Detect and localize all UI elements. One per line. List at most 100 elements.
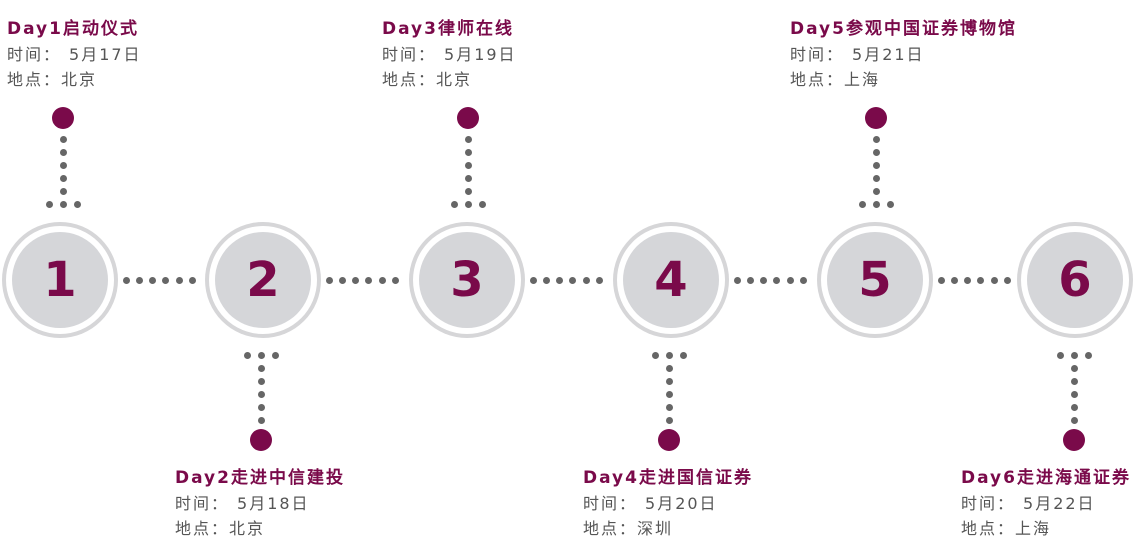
connector-dot <box>542 276 550 284</box>
marker-pin <box>457 107 479 129</box>
connector-dot <box>122 276 130 284</box>
stage-place: 地点：北京 <box>175 516 345 541</box>
connector-dot <box>162 276 170 284</box>
connector-dot <box>1070 364 1078 372</box>
connector-dot <box>556 276 564 284</box>
time-value: 5月21日 <box>852 45 925 64</box>
stage-title: Day2走进中信建投 <box>175 468 345 488</box>
connector-dot <box>464 187 472 195</box>
connector-dot <box>478 200 486 208</box>
connector-dot <box>773 276 781 284</box>
stage-time: 时间： 5月17日 <box>7 42 142 67</box>
connector-dot <box>59 174 67 182</box>
place-value: 上海 <box>1015 519 1052 538</box>
time-value: 5月17日 <box>69 45 142 64</box>
connector-dot <box>257 416 265 424</box>
connector-dot <box>529 276 537 284</box>
connector-dot <box>858 200 866 208</box>
connector-dot <box>189 276 196 284</box>
time-label: 时间： <box>961 494 1016 513</box>
connector-dot <box>59 200 67 208</box>
connector-dot <box>464 200 472 208</box>
connector-dot <box>990 276 998 284</box>
stage-time: 时间： 5月19日 <box>382 42 517 67</box>
connector-dot <box>872 174 880 182</box>
connector-dot <box>872 148 880 156</box>
time-value: 5月18日 <box>237 494 310 513</box>
connector-dot <box>450 200 458 208</box>
connector-dot <box>59 135 67 143</box>
place-label: 地点： <box>382 70 437 89</box>
stage-circle-6: 6 <box>1017 222 1133 338</box>
stage-info-5: Day5参观中国证券博物馆时间：5月21日地点：上海 <box>790 17 1017 92</box>
place-label: 地点： <box>583 519 638 538</box>
connector-dot <box>665 416 673 424</box>
time-value: 5月19日 <box>444 45 517 64</box>
connector-dot <box>59 148 67 156</box>
connector-dot <box>59 161 67 169</box>
stage-circle-inner: 3 <box>419 232 515 328</box>
stage-place: 地点：北京 <box>382 67 517 92</box>
stage-info-4: Day4走进国信证券时间：5月20日地点：深圳 <box>583 466 753 541</box>
stage-number: 6 <box>1058 252 1092 308</box>
stage-number: 2 <box>246 252 280 308</box>
stage-circle-5: 5 <box>817 222 933 338</box>
stage-number: 1 <box>43 252 77 308</box>
connector-dot <box>937 276 945 284</box>
connector-dot <box>1070 403 1078 411</box>
connector-dot <box>73 200 81 208</box>
stage-circle-2: 2 <box>205 222 321 338</box>
marker-pin <box>250 429 272 451</box>
connector-dot <box>325 276 333 284</box>
connector-dot <box>786 276 794 284</box>
connector-dot <box>651 351 659 359</box>
stage-circle-inner: 4 <box>623 232 719 328</box>
time-label: 时间： <box>382 45 437 64</box>
connector-dot <box>665 377 673 385</box>
connector-dot <box>464 148 472 156</box>
connector-dot <box>464 135 472 143</box>
place-value: 北京 <box>229 519 266 538</box>
stage-circle-1: 1 <box>2 222 118 338</box>
connector-dot <box>872 161 880 169</box>
stage-number: 4 <box>654 252 688 308</box>
stage-circle-inner: 1 <box>12 232 108 328</box>
stage-info-1: Day1启动仪式时间：5月17日地点：北京 <box>7 17 142 92</box>
stage-circle-inner: 5 <box>827 232 923 328</box>
connector-dot <box>257 403 265 411</box>
connector-dot <box>872 187 880 195</box>
connector-dot <box>665 403 673 411</box>
stage-time: 时间： 5月22日 <box>961 491 1131 516</box>
connector-dot <box>977 276 985 284</box>
stage-title: Day6走进海通证券 <box>961 468 1131 488</box>
connector-dot <box>1070 390 1078 398</box>
connector-dot <box>464 161 472 169</box>
connector-dot <box>872 200 880 208</box>
place-label: 地点： <box>790 70 845 89</box>
time-value: 5月22日 <box>1023 494 1096 513</box>
stage-place: 地点：北京 <box>7 67 142 92</box>
stage-info-6: Day6走进海通证券时间：5月22日地点：上海 <box>961 466 1131 541</box>
connector-dot <box>352 276 360 284</box>
marker-pin <box>865 107 887 129</box>
time-label: 时间： <box>7 45 62 64</box>
stage-title: Day4走进国信证券 <box>583 468 753 488</box>
connector-dot <box>257 351 265 359</box>
stage-place: 地点：深圳 <box>583 516 753 541</box>
stage-place: 地点：上海 <box>790 67 1017 92</box>
connector-dot <box>257 377 265 385</box>
connector-dot <box>596 276 603 284</box>
stage-number: 3 <box>450 252 484 308</box>
connector-dot <box>1056 351 1064 359</box>
stage-circle-inner: 6 <box>1027 232 1123 328</box>
time-label: 时间： <box>790 45 845 64</box>
place-value: 北京 <box>436 70 473 89</box>
stage-info-2: Day2走进中信建投时间：5月18日地点：北京 <box>175 466 345 541</box>
connector-dot <box>665 364 673 372</box>
connector-dot <box>582 276 590 284</box>
place-value: 上海 <box>844 70 881 89</box>
stage-time: 时间：5月18日 <box>175 491 345 516</box>
connector-dot <box>746 276 754 284</box>
time-label: 时间： <box>583 494 638 513</box>
connector-dot <box>271 351 279 359</box>
